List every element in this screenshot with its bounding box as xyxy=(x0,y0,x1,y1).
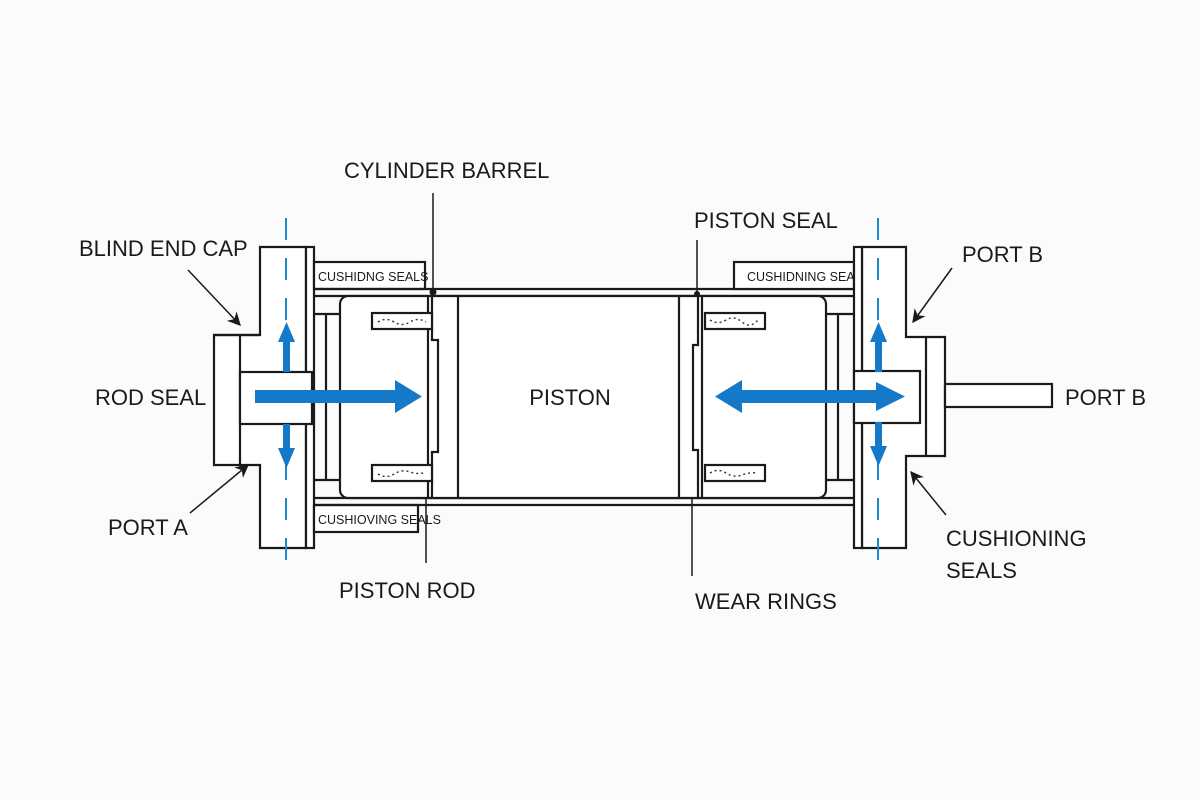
label-wear-rings: WEAR RINGS xyxy=(695,589,837,614)
leader-port-b-top xyxy=(912,267,953,324)
label-piston-rod: PISTON ROD xyxy=(339,578,476,603)
label-port-a: PORT A xyxy=(108,515,188,540)
label-port-b-top: PORT B xyxy=(962,242,1043,267)
cushioning-seals-label: CUSHIDNG SEALS xyxy=(318,270,428,284)
piston: PISTON xyxy=(456,296,681,498)
label-port-b-right: PORT B xyxy=(1065,385,1146,410)
piston-seal-right xyxy=(691,296,767,498)
cushioning-seals-label: CUSHIOVING SEALS xyxy=(318,513,441,527)
leader-blind-end-cap xyxy=(187,269,241,326)
label-cylinder-barrel: CYLINDER BARREL xyxy=(344,158,549,183)
label-rod-seal: ROD SEAL xyxy=(95,385,206,410)
label-cushioning-seals-right-line1: CUSHIONING xyxy=(946,526,1087,551)
leader-port-a xyxy=(189,464,250,514)
flow-arrow-right-up xyxy=(870,322,887,372)
label-piston-seal: PISTON SEAL xyxy=(694,208,838,233)
cushioning-seals-box-top-left: CUSHIDNG SEALS xyxy=(312,260,428,291)
cushioning-seals-label: CUSHIDNING SEALS xyxy=(747,270,870,284)
label-blind-end-cap: BLIND END CAP xyxy=(79,236,248,261)
flow-arrow-left-up xyxy=(278,322,295,372)
flow-arrow-right-down xyxy=(870,422,887,466)
leader-dot-cylinder-barrel xyxy=(429,288,437,296)
cushioning-seals-box-bottom-left: CUSHIOVING SEALS xyxy=(312,503,441,534)
flow-arrow-left-main xyxy=(255,380,422,413)
piston-seal-left xyxy=(370,296,440,498)
piston-label: PISTON xyxy=(529,385,611,410)
leader-dot-piston-seal xyxy=(694,291,700,297)
flow-arrow-right-main xyxy=(715,380,905,413)
leader-cushioning-seals-right xyxy=(910,470,947,516)
piston-rod-shaft xyxy=(943,382,1054,409)
cushioning-seals-box-top-right: CUSHIDNING SEALS xyxy=(732,260,870,291)
label-cushioning-seals-right-line2: SEALS xyxy=(946,558,1017,583)
flow-arrow-left-down xyxy=(278,424,295,468)
